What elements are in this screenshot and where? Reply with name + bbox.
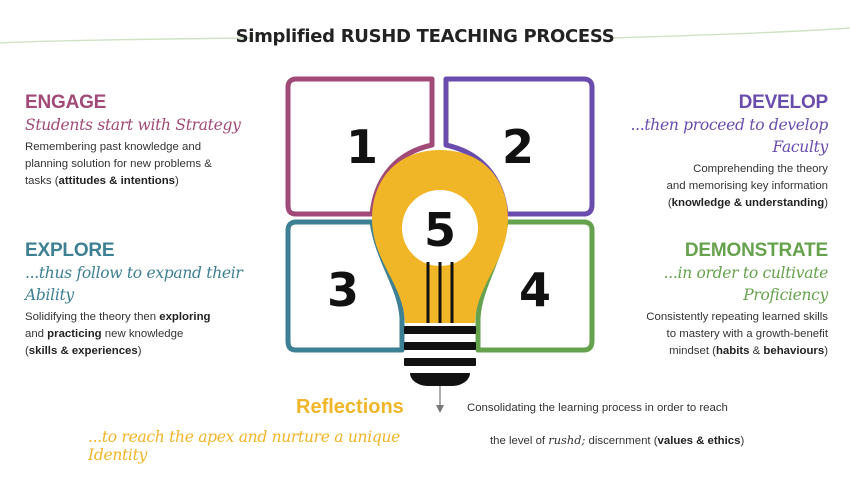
develop-desc-line: Comprehending the theory <box>693 163 828 175</box>
develop-desc-line: and memorising key information <box>666 180 828 192</box>
arrowhead-icon <box>436 405 444 413</box>
bulb-base <box>404 358 476 366</box>
engage-desc-line: planning solution for new problems & <box>25 158 212 170</box>
number-4: 4 <box>519 263 551 317</box>
develop-subtitle: ...then proceed to develop Faculty <box>630 116 828 156</box>
engage-heading: ENGAGE <box>25 92 107 113</box>
quadrant-develop <box>443 76 595 217</box>
develop-heading: DEVELOP <box>738 92 829 113</box>
quadrant-engage <box>285 76 435 217</box>
explore-block: EXPLORE ...thus follow to expand their A… <box>25 240 275 360</box>
page-title: Simplified RUSHD TEACHING PROCESS <box>235 26 615 47</box>
explore-subtitle: ...thus follow to expand their Ability <box>25 264 243 304</box>
bulb-base <box>404 326 476 334</box>
title-divider <box>0 27 850 44</box>
reflections-desc-line: the level of rushd; discernment (values … <box>490 433 745 447</box>
engage-block: ENGAGE Students start with Strategy Reme… <box>25 92 265 190</box>
develop-block: DEVELOP ...then proceed to develop Facul… <box>578 92 828 212</box>
number-5: 5 <box>424 203 456 257</box>
reflections-desc-line: Consolidating the learning process in or… <box>467 402 728 414</box>
explore-heading: EXPLORE <box>25 240 115 261</box>
explore-desc-line: (skills & experiences) <box>25 345 142 357</box>
engage-desc-line: Remembering past knowledge and <box>25 141 202 153</box>
demonstrate-desc-line: mindset (habits & behaviours) <box>669 345 828 357</box>
bulb-center-circle <box>402 190 478 266</box>
bulb-base <box>404 342 476 350</box>
number-2: 2 <box>502 120 534 174</box>
number-3: 3 <box>327 263 359 317</box>
bulb-base <box>410 373 470 386</box>
develop-desc-line: (knowledge & understanding) <box>667 197 828 209</box>
demonstrate-desc-line: to mastery with a growth-benefit <box>666 328 828 340</box>
explore-desc-line: Solidifying the theory then exploring <box>25 311 211 323</box>
demonstrate-subtitle: ...in order to cultivate Proficiency <box>663 264 829 304</box>
engage-desc-line: tasks (attitudes & intentions) <box>25 175 179 187</box>
number-1: 1 <box>346 120 378 174</box>
reflections-subtitle: ...to reach the apex and nurture a uniqu… <box>88 428 401 464</box>
demonstrate-block: DEMONSTRATE ...in order to cultivate Pro… <box>578 240 828 360</box>
explore-desc-line: and practicing new knowledge <box>25 328 184 340</box>
demonstrate-desc-line: Consistently repeating learned skills <box>646 311 828 323</box>
demonstrate-heading: DEMONSTRATE <box>684 240 828 261</box>
reflections-heading: Reflections <box>296 396 404 418</box>
engage-subtitle: Students start with Strategy <box>25 116 241 134</box>
